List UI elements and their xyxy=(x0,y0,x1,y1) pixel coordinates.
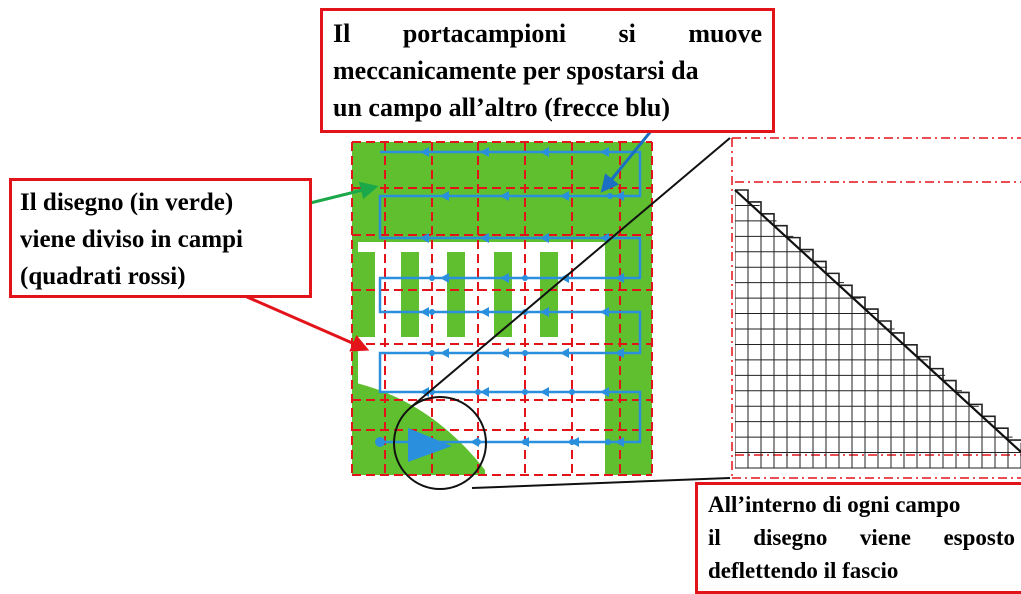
callout-field-division-line-2: viene diviso in campi xyxy=(20,226,243,253)
pattern-bar-1 xyxy=(357,252,375,337)
word: esposto xyxy=(943,525,1015,550)
magnifier-line-top xyxy=(409,137,731,409)
magnifier-circle xyxy=(393,396,487,490)
pattern-left-rail xyxy=(352,242,358,474)
pattern-right-bar xyxy=(605,242,652,475)
green-pattern xyxy=(352,142,652,475)
callout-field-division-line-3: (quadrati rossi) xyxy=(20,263,186,290)
word: Il xyxy=(333,19,351,48)
pattern-bar-4 xyxy=(494,252,512,337)
callout-beam-deflection-line-1: All’interno di ogni campo xyxy=(708,492,961,517)
pattern-bar-2 xyxy=(401,252,419,337)
pattern-bar-3 xyxy=(447,252,465,337)
field-grid xyxy=(351,141,653,476)
callout-stage-motion-line-3: un campo all’altro (frecce blu) xyxy=(333,93,670,122)
zoomed-field xyxy=(731,137,1021,479)
callout-stage-motion-line-1: Il portacampioni si muove xyxy=(333,15,762,52)
callout-beam-deflection: All’interno di ogni campo il disegno vie… xyxy=(695,482,1021,594)
word: si xyxy=(618,19,636,48)
callout-stage-motion-line-2: meccanicamente per spostarsi da xyxy=(333,56,699,85)
callout-stage-motion: Il portacampioni si muove meccanicamente… xyxy=(320,8,775,133)
magnifier-line-bottom xyxy=(471,477,731,489)
word: il xyxy=(708,525,721,550)
zoom-hypotenuse xyxy=(734,189,1021,453)
stage-path-line xyxy=(378,150,642,444)
pattern-triangle xyxy=(352,382,485,475)
callout-field-division-line-1: Il disegno (in verde) xyxy=(20,189,234,216)
zoom-frame xyxy=(731,137,1021,479)
stage-start-dot xyxy=(375,437,385,447)
zoom-mesh xyxy=(735,189,1021,469)
word: portacampioni xyxy=(402,19,567,48)
word: muove xyxy=(688,19,762,48)
pattern-bar-5 xyxy=(540,252,558,337)
magnifier xyxy=(393,137,731,490)
stage-path xyxy=(378,150,642,444)
word: disegno xyxy=(753,525,828,550)
beam-exposure-triangle xyxy=(408,428,452,462)
pattern-top-band xyxy=(352,142,652,242)
mesh-staircase-edge xyxy=(735,189,1021,441)
callout-beam-deflection-line-3: deflettendo il fascio xyxy=(708,558,899,583)
callout-field-division: Il disegno (in verde) viene diviso in ca… xyxy=(9,178,312,298)
callout-beam-deflection-line-2: il disegno viene esposto xyxy=(708,521,1015,554)
word: viene xyxy=(859,525,911,550)
